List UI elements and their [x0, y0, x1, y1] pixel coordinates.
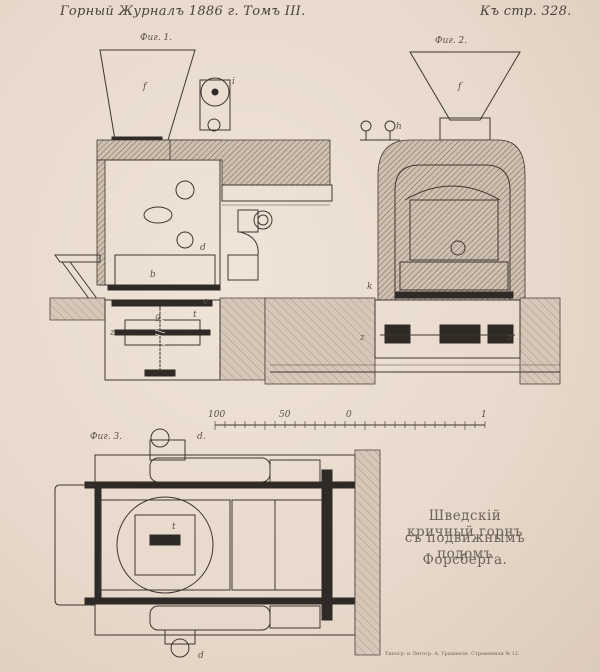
fig1-label: Фиг. 1.	[140, 33, 173, 43]
label-z-fig1: z	[110, 328, 115, 338]
page-reference: Къ стр. 328.	[480, 4, 572, 19]
fig2-carriage-pit	[374, 299, 521, 359]
label-k: k	[367, 282, 373, 292]
fig2-front-section	[264, 51, 561, 385]
label-t-fig3: t	[172, 522, 176, 532]
scale-label-50: 50	[279, 410, 291, 420]
fig3-hearth-circle	[116, 496, 214, 594]
fig3-plan-view	[54, 428, 381, 658]
fig3-valve-bottom	[170, 638, 190, 658]
screw-thread	[154, 337, 166, 342]
label-g: g	[155, 312, 161, 322]
fig2-lever-knob	[360, 120, 372, 132]
fig1-hopper	[99, 49, 196, 141]
caption-line-2: съ подвижнымъ подомъ	[404, 530, 526, 562]
printer-imprint: Типогр. и Литогр. А. Траншеля. Стремянна…	[385, 651, 520, 657]
label-t-fig1: t	[193, 310, 197, 320]
screw-thread	[154, 365, 166, 370]
fig3-blast-main	[54, 484, 95, 606]
fig1-port	[175, 180, 195, 200]
fig3-grate	[231, 499, 323, 591]
scale-bar	[214, 421, 486, 430]
screw-thread	[154, 341, 166, 346]
fig1-pulley	[200, 77, 230, 107]
label-b: b	[150, 270, 156, 280]
fig1-spout	[54, 254, 101, 263]
fig1-side-section	[49, 49, 333, 381]
label-f-fig1: f	[143, 82, 147, 92]
label-e: e	[203, 297, 209, 307]
scale-label-100: 100	[208, 410, 226, 420]
fig2-tuyere	[450, 240, 466, 256]
screw-thread	[154, 353, 166, 358]
screw-thread	[154, 333, 166, 338]
journal-header: Горный Журналъ 1886 г. Томъ III.	[60, 4, 306, 19]
label-d-fig3-bottom: d	[198, 651, 204, 661]
label-d-fig3-top: d.	[197, 432, 206, 442]
screw-thread	[154, 309, 166, 314]
screw-thread	[154, 325, 166, 330]
fig1-flue	[169, 139, 331, 186]
fig3-label: Фиг. 3.	[90, 432, 123, 442]
scale-label-0: 0	[346, 410, 352, 420]
caption-line-1: Шведскій кричный горнъ	[407, 508, 523, 540]
screw-thread	[154, 313, 166, 318]
fig3-wall	[354, 449, 381, 656]
fig1-hearth	[114, 254, 216, 286]
fig2-arch	[404, 185, 501, 201]
fig3-valve-top	[150, 428, 170, 448]
label-z-fig2-left: z	[360, 333, 365, 343]
screw-thread	[154, 345, 166, 350]
screw-thread	[154, 329, 166, 334]
caption-line-3: Форсберга.	[422, 552, 508, 568]
screw-thread	[154, 361, 166, 366]
label-i: i	[232, 77, 235, 87]
screw-thread	[154, 317, 166, 322]
screw-thread	[154, 357, 166, 362]
fig2-label: Фиг. 2.	[435, 36, 468, 46]
fig1-blast-pipe	[253, 210, 273, 230]
scale-label-1: 1	[481, 410, 487, 420]
fig2-hopper	[409, 51, 521, 121]
label-z-fig2-right: z	[508, 333, 513, 343]
screw-thread	[154, 321, 166, 326]
label-f-fig2: f	[458, 82, 462, 92]
fig2-movable-hearth	[399, 261, 509, 291]
screw-thread	[154, 349, 166, 354]
label-h: h	[396, 122, 402, 132]
label-d-fig1: d	[200, 243, 206, 253]
